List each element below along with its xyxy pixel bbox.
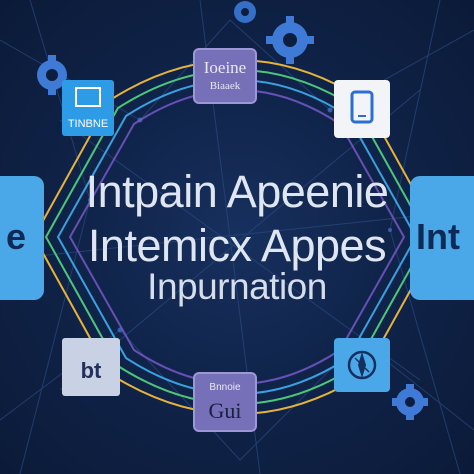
tile-bottom: Bnnoie Gui [193,372,257,432]
headline-line-1: Intpain Apeenie [85,166,389,217]
gear-icon [234,1,256,23]
side-panel-right: Int [410,176,474,300]
side-panel-left-label: e [6,216,27,257]
gear-icon [37,55,67,95]
monitor-icon [75,87,101,107]
tile-top-right [334,80,390,138]
side-panel-right-label: Int [416,216,460,257]
side-panel-left: e [0,176,44,300]
tile-bottom-left: bt [62,338,120,396]
tile-top-left: TINBNE [62,80,114,136]
compass-icon [347,350,377,380]
tile-top-label-1: Ioeine [203,58,247,77]
headline-line-2: Intemicx Appes [87,220,387,271]
tile-top: Ioeine Biaaek [193,48,257,104]
tile-top-left-label: TINBNE [67,118,109,130]
headline-line-3: Inpurnation [147,266,327,307]
tile-bottom-label-2: Gui [208,398,242,423]
gear-icon [266,16,314,64]
tile-bottom-left-label: bt [80,358,102,383]
gear-icon [392,384,428,420]
tile-top-label-2: Biaaek [209,80,241,92]
tile-bottom-right [334,338,390,392]
tablet-icon [350,90,374,124]
tile-bottom-label-1: Bnnoie [209,382,241,393]
